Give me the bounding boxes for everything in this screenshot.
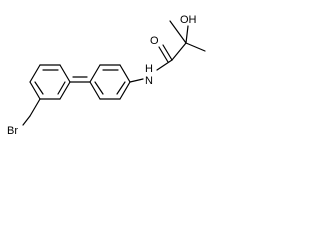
bond — [29, 81, 41, 100]
bond — [156, 59, 173, 71]
bond — [185, 42, 206, 52]
bond — [129, 78, 144, 83]
carbonyl-oxygen-label: O — [150, 35, 159, 47]
bond — [89, 81, 101, 100]
bond — [22, 115, 31, 126]
bond — [185, 25, 189, 44]
structure-canvas: Br N H O OH — [0, 0, 225, 146]
bond — [116, 81, 126, 95]
bond — [29, 64, 41, 83]
bond — [119, 64, 131, 83]
bond — [169, 20, 187, 44]
bond — [59, 64, 71, 83]
bond — [158, 46, 169, 63]
bond — [162, 44, 173, 61]
bond — [119, 81, 131, 100]
bond — [57, 81, 66, 95]
amide-hydrogen-label: H — [145, 63, 153, 75]
bond — [89, 64, 101, 83]
bond — [34, 81, 44, 95]
bond — [171, 42, 187, 61]
bond — [29, 98, 41, 117]
molecule-diagram: Br N H O OH — [7, 14, 206, 137]
amide-nitrogen-label: N — [145, 75, 153, 87]
bond — [94, 81, 104, 95]
hydroxyl-label: OH — [180, 14, 197, 26]
bromine-label: Br — [7, 125, 18, 137]
bond — [59, 81, 71, 100]
